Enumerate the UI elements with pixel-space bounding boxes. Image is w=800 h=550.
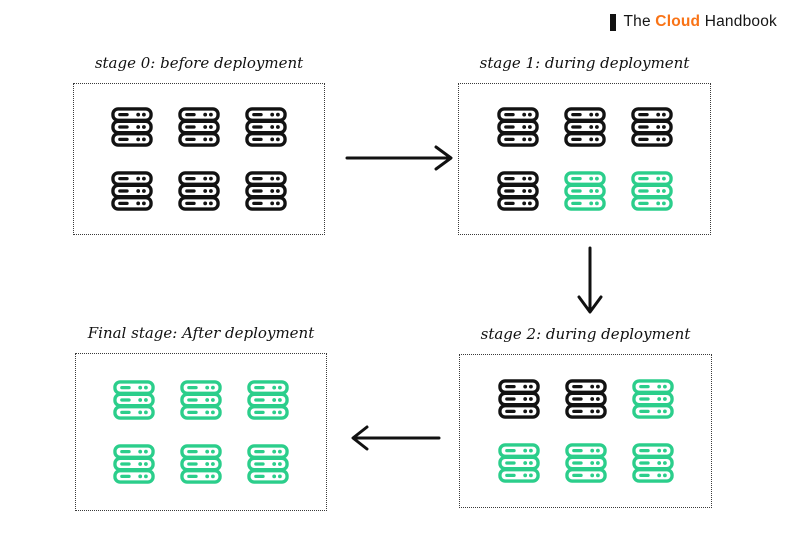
server-new-icon [180,444,222,484]
server-new-icon [564,443,607,483]
server-new-icon [180,380,222,420]
server-old-icon [178,107,220,147]
brand-prefix: The [623,13,651,30]
server-old-icon [245,171,287,211]
server-old-icon [563,107,606,147]
server-new-icon [630,171,673,211]
stage-0-panel: stage 0: before deployment [73,54,325,235]
stage-1-panel: stage 1: during deployment [458,54,711,235]
stage-2-panel: stage 2: during deployment [459,325,712,508]
final-stage-panel: Final stage: After deployment [75,324,327,511]
server-new-icon [631,443,674,483]
server-new-icon [113,444,155,484]
final-stage-box [75,353,327,511]
server-new-icon [247,444,289,484]
server-old-icon [111,107,153,147]
stage-0-label: stage 0: before deployment [94,54,304,72]
server-new-icon [631,379,674,419]
server-old-icon [111,171,153,211]
brand-bar-icon [610,13,617,31]
brand: The Cloud Handbook [610,13,777,31]
stage-1-box [458,83,711,235]
server-new-icon [113,380,155,420]
stage-1-label: stage 1: during deployment [479,54,690,72]
stage-2-box [459,354,712,508]
server-old-icon [564,379,607,419]
server-old-icon [630,107,673,147]
stage-0-box [73,83,325,235]
server-old-icon [497,379,540,419]
server-old-icon [496,171,539,211]
server-old-icon [496,107,539,147]
arrow-stage2-to-final-left-icon [351,425,441,451]
server-new-icon [497,443,540,483]
brand-title: The Cloud Handbook [623,13,777,31]
arrow-stage0-to-stage1-right-icon [345,145,453,171]
final-stage-label: Final stage: After deployment [87,324,315,342]
brand-suffix: Handbook [704,13,777,30]
server-new-icon [247,380,289,420]
brand-highlight: Cloud [655,13,701,30]
server-new-icon [563,171,606,211]
stage-2-label: stage 2: during deployment [480,325,691,343]
server-old-icon [245,107,287,147]
arrow-stage1-to-stage2-down-icon [577,246,603,314]
server-old-icon [178,171,220,211]
